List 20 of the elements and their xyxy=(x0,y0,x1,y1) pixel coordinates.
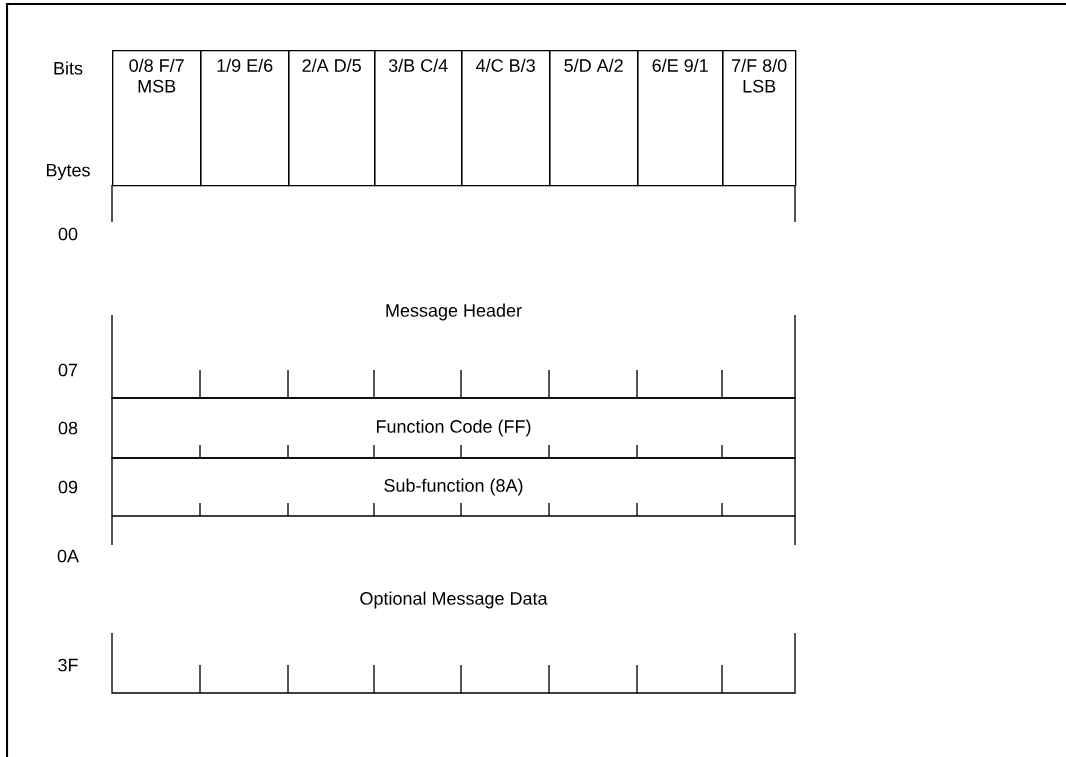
bit-cell: 6/E 9/1 xyxy=(637,50,724,187)
byte-offset: 3F xyxy=(58,658,78,672)
field-box: Sub-function (8A) xyxy=(111,457,796,517)
axis-label: Bits xyxy=(54,61,83,75)
bit-cell: 7/F 8/0 LSB xyxy=(722,50,797,187)
axis-label: Bytes xyxy=(47,163,90,181)
bit-cell: 2/A D/5 xyxy=(288,50,376,187)
field-box: Function Code (FF) xyxy=(111,397,796,459)
bit-cell: 1/9 E/6 xyxy=(200,50,290,187)
bit-cell: 5/D A/2 xyxy=(549,50,639,187)
byte-offset: 0A xyxy=(57,549,79,563)
field-box: Message Header xyxy=(111,184,796,399)
field-box: Optional Message Data xyxy=(111,515,796,694)
byte-offset: 07 xyxy=(58,363,78,377)
byte-offset: 00 xyxy=(58,227,78,241)
bit-cell: 3/B C/4 xyxy=(374,50,463,187)
bit-cell: 0/8 F/7 MSB xyxy=(112,50,202,187)
byte-offset: 08 xyxy=(58,421,78,435)
bit-cell: 4/C B/3 xyxy=(461,50,551,187)
byte-offset: 09 xyxy=(58,480,78,494)
